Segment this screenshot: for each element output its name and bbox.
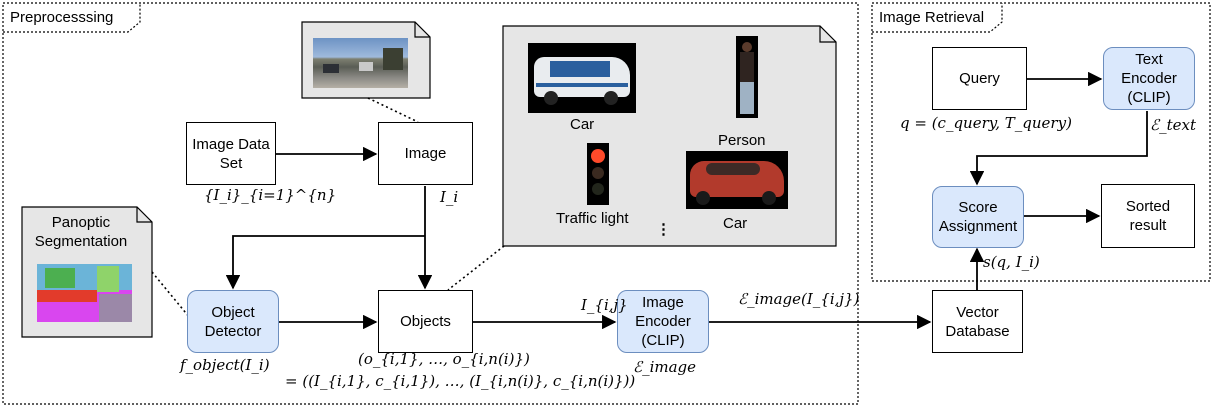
objects-box[interactable]: Objects	[378, 290, 473, 353]
image-note-connector	[367, 97, 419, 123]
objects-note-connector	[447, 245, 505, 291]
red-car-crop-image	[686, 151, 788, 209]
objects-pairs-formula: = ((I_{i,1}, c_{i,1}), …, (I_{i,n(i)}, c…	[285, 372, 636, 390]
image-encoder-box[interactable]: Image Encoder (CLIP)	[617, 290, 709, 353]
person-label: Person	[718, 132, 766, 149]
object-crop-variable: I_{i,j}	[581, 296, 628, 314]
panoptic-segmentation-label: Panoptic Segmentation	[34, 214, 128, 250]
vector-database-box[interactable]: Vector Database	[932, 290, 1023, 353]
object-detector-box[interactable]: Object Detector	[187, 290, 279, 353]
text-encoder-symbol: ℰ_text	[1150, 116, 1196, 134]
preprocessing-section-title: Preprocesssing	[10, 9, 114, 26]
car-label-2: Car	[723, 215, 748, 232]
panoptic-note-connector	[151, 271, 191, 319]
sorted-result-box[interactable]: Sorted result	[1101, 184, 1195, 248]
street-photo-thumbnail	[313, 38, 408, 88]
preprocessing-tab-outline	[3, 3, 141, 33]
retrieval-tab-outline	[872, 3, 1003, 33]
retrieval-section-title: Image Retrieval	[879, 9, 985, 26]
image-embedding-formula: ℰ_image(I_{i,j})	[738, 290, 860, 308]
car-label: Car	[570, 116, 595, 133]
dataset-set-formula: {I_i}_{i=1}^{n}	[204, 186, 337, 204]
arrow-text-encoder-to-score	[969, 111, 1148, 186]
image-box[interactable]: Image	[378, 122, 473, 185]
objects-tuple-formula: (o_{i,1}, …, o_{i,n(i)})	[358, 350, 530, 368]
preprocessing-frame	[2, 2, 859, 405]
text-encoder-box[interactable]: Text Encoder (CLIP)	[1103, 47, 1195, 110]
car-crop-image	[528, 43, 636, 113]
person-crop-image	[736, 36, 758, 118]
query-definition-formula: q = (c_query, T_query)	[900, 114, 1072, 132]
image-variable: I_i	[440, 188, 459, 206]
score-function: s(q, I_i)	[983, 253, 1040, 271]
retrieval-frame	[871, 2, 1211, 282]
more-objects-ellipsis: ⋮	[656, 221, 671, 238]
score-assignment-box[interactable]: Score Assignment	[932, 186, 1024, 248]
segmentation-map-thumbnail	[37, 264, 132, 322]
traffic-light-label: Traffic light	[556, 210, 629, 227]
arrow-image-to-detector	[225, 235, 425, 290]
image-encoder-symbol: ℰ_image	[633, 358, 697, 376]
detector-function: f_object(I_i)	[180, 356, 270, 374]
query-box[interactable]: Query	[932, 47, 1027, 110]
image-data-set-box[interactable]: Image Data Set	[186, 122, 276, 185]
traffic-light-crop-image	[587, 143, 609, 205]
